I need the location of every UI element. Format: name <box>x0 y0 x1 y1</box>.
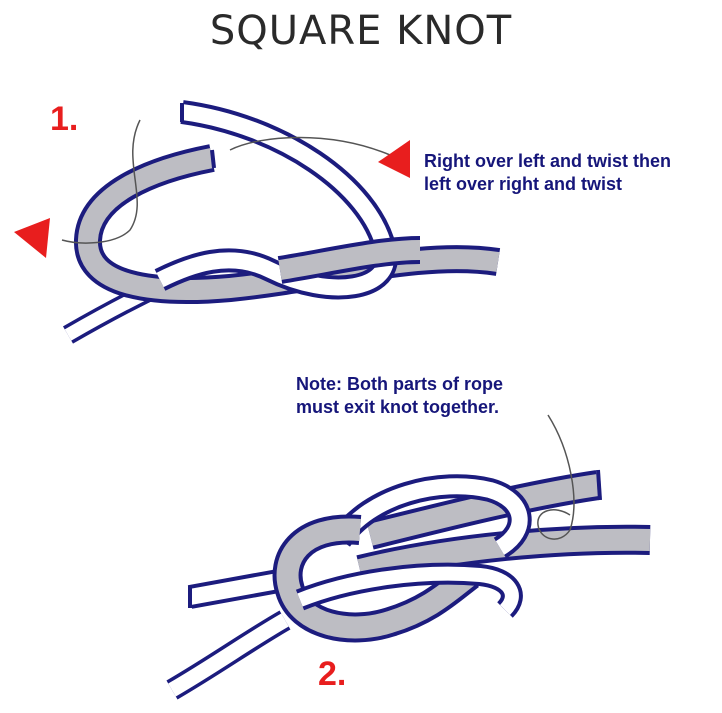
arrow-left-icon <box>14 218 50 258</box>
step-2-note-line: Note: Both parts of rope <box>296 373 503 396</box>
step-1-instruction: Right over left and twist then left over… <box>424 150 671 196</box>
step-1-number: 1. <box>50 100 78 139</box>
step-2-number: 2. <box>318 655 346 694</box>
arrow-right-icon <box>378 140 410 178</box>
step-1-illustration <box>14 103 498 335</box>
step-2-note: Note: Both parts of rope must exit knot … <box>296 373 503 419</box>
step-1-instruction-line: left over right and twist <box>424 173 671 196</box>
step-1-instruction-line: Right over left and twist then <box>424 150 671 173</box>
step-2-illustration <box>172 415 650 690</box>
step-2-note-line: must exit knot together. <box>296 396 503 419</box>
